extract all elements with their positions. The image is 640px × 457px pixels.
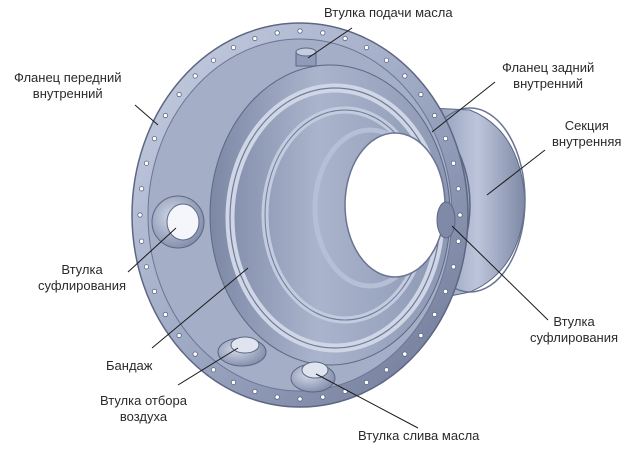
bolt-hole: [442, 288, 449, 294]
bolt-hole: [210, 367, 217, 373]
bolt-hole: [297, 396, 303, 402]
bolt-hole: [455, 238, 461, 244]
bolt-hole: [383, 367, 390, 373]
blowing-bushing-left-shape: [151, 195, 205, 249]
front-flange-bolt-holes: [137, 28, 463, 402]
bolt-hole: [162, 311, 168, 318]
bolt-hole: [297, 28, 303, 34]
bolt-hole: [151, 288, 158, 294]
leader-bandage: [151, 267, 249, 349]
bolt-hole: [139, 186, 145, 192]
bolt-hole: [363, 379, 370, 385]
bolt-hole: [320, 30, 326, 36]
bolt-hole: [143, 264, 150, 270]
bolt-hole: [176, 332, 182, 339]
bolt-hole: [162, 112, 168, 119]
bolt-hole: [320, 394, 326, 400]
inner-cavity: [209, 64, 451, 366]
bolt-hole: [450, 264, 457, 270]
bolt-hole: [252, 388, 258, 395]
bolt-hole: [137, 212, 143, 218]
bolt-hole: [457, 212, 463, 218]
bolt-hole: [139, 238, 145, 244]
label-oil-drain-bushing: Втулка слива масла: [358, 428, 480, 443]
bolt-hole: [210, 57, 217, 63]
leader-inner-section: [486, 149, 546, 196]
blowing-bushing-right-shape: [436, 201, 456, 239]
label-front-inner-flange: Фланец передний внутренний: [14, 70, 122, 101]
bolt-hole: [192, 351, 198, 357]
bolt-hole: [450, 160, 457, 166]
bolt-hole: [402, 351, 408, 357]
bolt-hole: [418, 91, 424, 98]
bolt-hole: [342, 35, 348, 42]
bolt-hole: [274, 394, 280, 400]
leader-blowing-left: [127, 227, 177, 273]
label-air-bleed-bushing: Втулка отбора воздуха: [100, 393, 187, 424]
label-bandage: Бандаж: [106, 358, 153, 373]
leader-oil-drain: [315, 373, 419, 429]
bolt-hole: [192, 73, 198, 79]
bolt-hole: [363, 44, 370, 51]
bolt-hole: [230, 44, 237, 51]
bolt-hole: [431, 112, 438, 119]
bolt-hole: [455, 186, 461, 192]
oil-drain-bushing-shape: [290, 361, 336, 393]
bolt-hole: [418, 332, 424, 339]
label-blowing-bushing-right: Втулка суфлирования: [530, 314, 619, 345]
air-bleed-bushing-shape: [217, 336, 267, 367]
bolt-hole: [274, 30, 280, 36]
bolt-hole: [402, 73, 408, 79]
label-blowing-bushing-left: Втулка суфлирования: [38, 262, 127, 293]
bolt-hole: [252, 35, 258, 42]
leader-air-bleed: [177, 347, 239, 386]
bolt-hole: [442, 136, 449, 142]
bolt-hole: [143, 160, 150, 166]
bolt-hole: [383, 57, 390, 63]
label-oil-supply-bushing: Втулка подачи масла: [324, 5, 453, 20]
bolt-hole: [431, 311, 438, 318]
bolt-hole: [176, 91, 182, 98]
leader-blowing-right: [451, 225, 549, 321]
leader-rear-flange: [431, 81, 496, 133]
label-inner-section: Секция внутренняя: [552, 118, 622, 149]
label-rear-inner-flange: Фланец задний внутренний: [502, 60, 595, 91]
oil-supply-bushing-shape: [295, 47, 317, 67]
bolt-hole: [151, 136, 158, 142]
leader-front-flange: [134, 104, 159, 126]
leader-oil-supply: [307, 27, 353, 59]
bolt-hole: [230, 379, 237, 385]
